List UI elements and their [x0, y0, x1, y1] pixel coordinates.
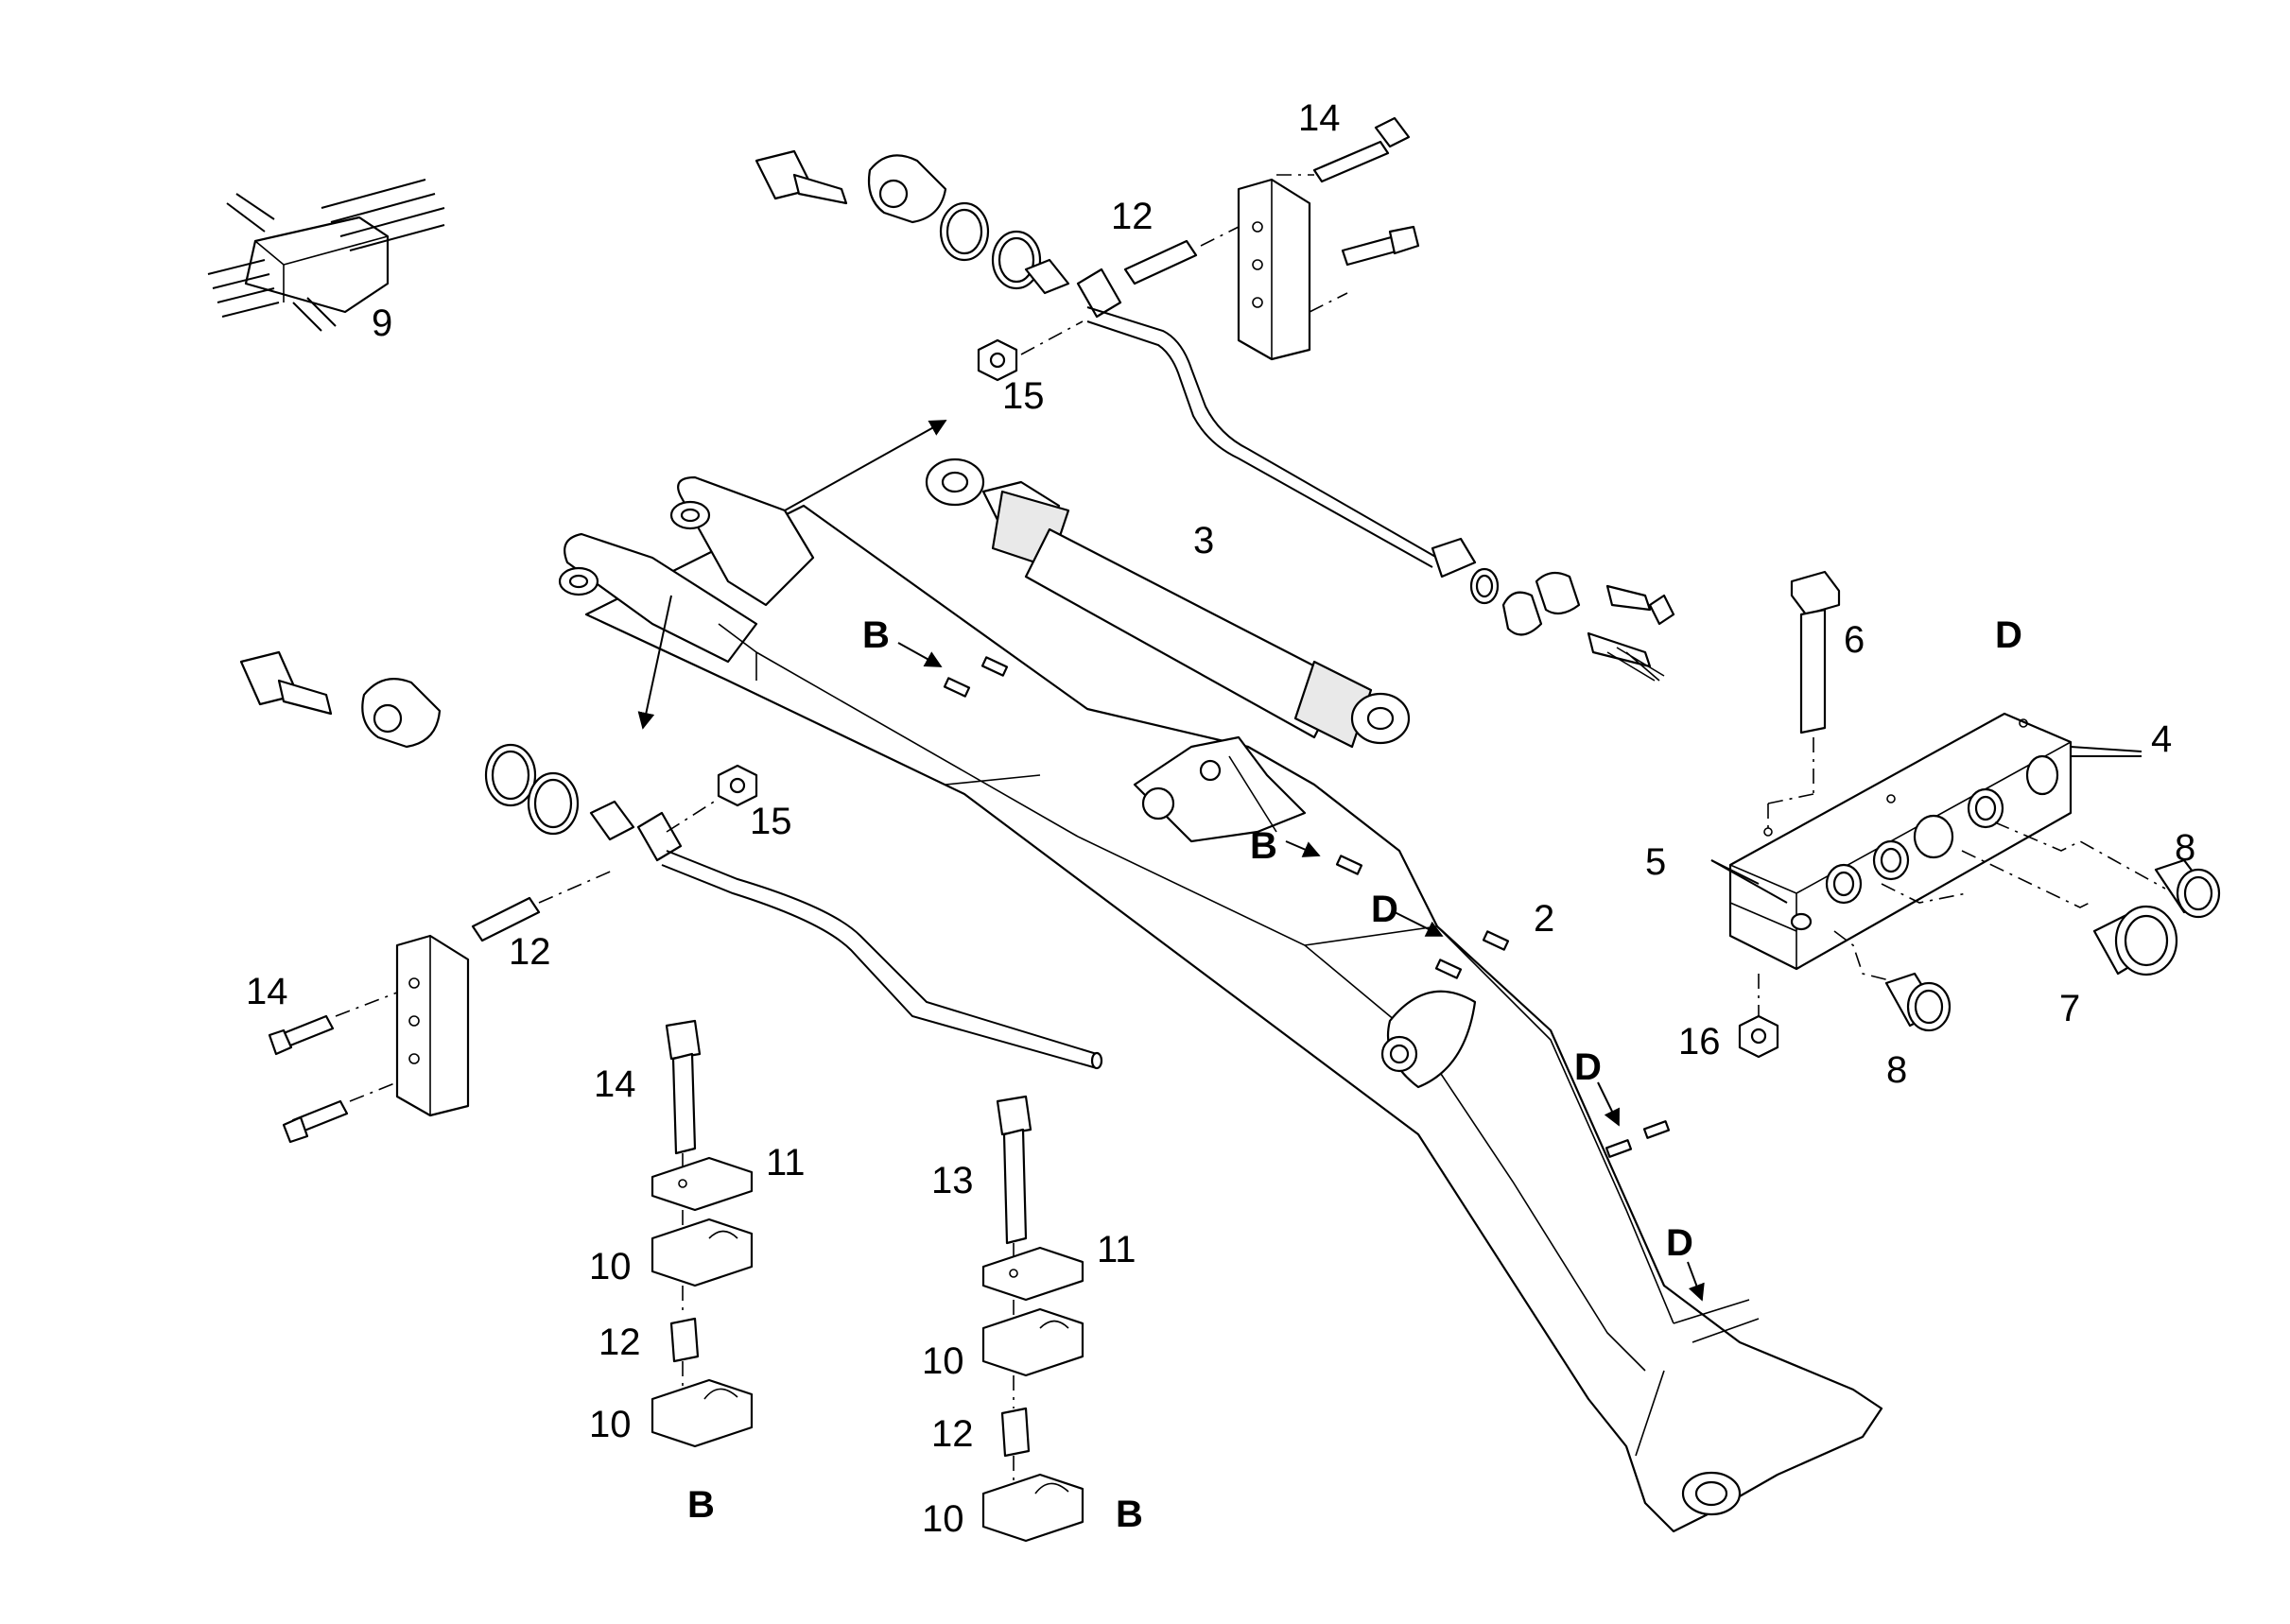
view-labels: B B B B D D D D — [687, 614, 2022, 1535]
label-7: 7 — [2059, 988, 2080, 1029]
view-b-stack-left: B — [687, 1484, 715, 1526]
view-b-stack-right: B — [1116, 1494, 1143, 1535]
label-14-left: 14 — [246, 971, 288, 1012]
label-16: 16 — [1678, 1021, 1721, 1063]
label-10-c: 10 — [922, 1340, 964, 1382]
label-9: 9 — [372, 302, 392, 344]
part-labels: 2 3 4 5 6 7 8 8 9 10 10 10 10 11 11 12 1… — [246, 97, 2195, 1540]
label-14-stack: 14 — [594, 1063, 636, 1105]
clamp-stack-right — [981, 1095, 1084, 1543]
label-12-left: 12 — [509, 931, 551, 973]
label-11-a: 11 — [766, 1142, 806, 1183]
label-3: 3 — [1193, 520, 1214, 561]
upper-fitting-group — [755, 116, 1477, 579]
lower-fitting-group — [239, 650, 1103, 1144]
view-d-boom-mid: D — [1371, 889, 1398, 930]
label-12-upper: 12 — [1111, 196, 1154, 237]
view-d-boom-lower: D — [1574, 1046, 1602, 1088]
label-15-upper: 15 — [1002, 375, 1045, 417]
hose-manifold — [207, 179, 445, 332]
label-12-stack-a: 12 — [599, 1322, 641, 1363]
clamp-stack-left — [651, 1019, 754, 1448]
label-2: 2 — [1534, 898, 1554, 940]
view-arrows — [637, 420, 1705, 1302]
label-6: 6 — [1844, 619, 1865, 661]
label-14-upper: 14 — [1298, 97, 1341, 139]
label-8-upper: 8 — [2175, 827, 2195, 869]
label-15-lower: 15 — [750, 801, 792, 842]
label-4: 4 — [2151, 718, 2172, 760]
boom-arm — [558, 475, 1883, 1533]
view-d-block: D — [1995, 614, 2022, 656]
label-12-stack-b: 12 — [931, 1413, 974, 1455]
view-b-boom-top: B — [862, 614, 890, 656]
view-d-boom-foot: D — [1666, 1222, 1693, 1264]
view-b-boom-mid: B — [1250, 825, 1277, 867]
label-10-d: 10 — [922, 1498, 964, 1540]
bearing-block — [1710, 570, 2221, 1059]
label-11-b: 11 — [1097, 1229, 1136, 1270]
mid-fitting-group — [1469, 567, 1675, 682]
label-8-lower: 8 — [1886, 1049, 1907, 1091]
label-5: 5 — [1645, 841, 1666, 883]
hydraulic-cylinder — [925, 458, 1411, 749]
label-10-a: 10 — [589, 1246, 632, 1287]
label-10-b: 10 — [589, 1404, 632, 1445]
label-13: 13 — [931, 1160, 974, 1201]
